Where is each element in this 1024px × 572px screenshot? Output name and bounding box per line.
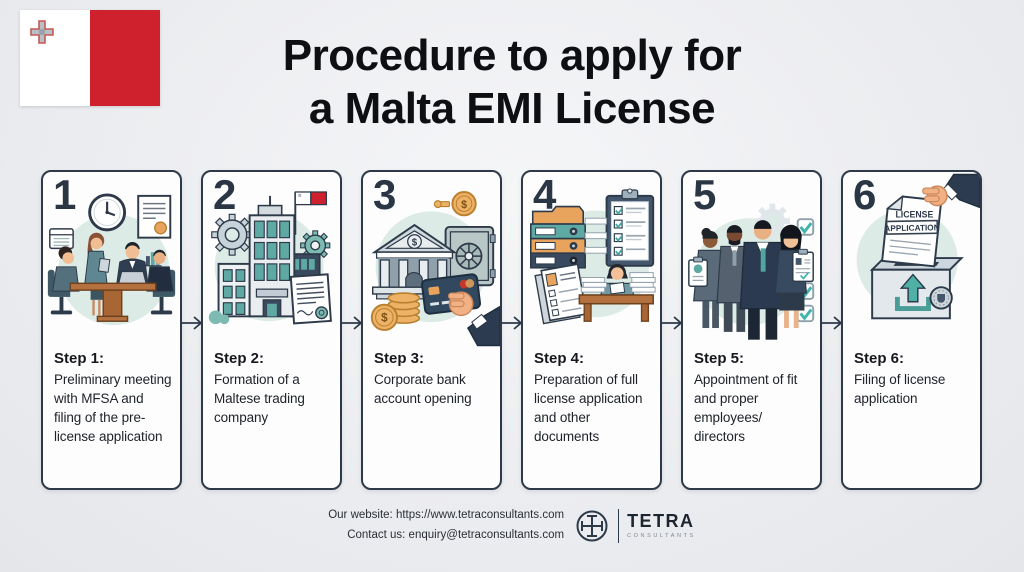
safe-vault-icon (444, 225, 496, 287)
document-icon (137, 194, 172, 239)
logo-text: TETRA (627, 511, 695, 532)
gear-icon (211, 213, 254, 256)
clipboard-icon (792, 248, 814, 283)
gear-icon (300, 230, 331, 261)
coin-icon: $ (451, 191, 477, 217)
filing-application-illustration: LICENSE APPLICATION (856, 173, 980, 320)
svg-text:$: $ (381, 312, 388, 325)
step-title: Step 2: (214, 350, 265, 367)
businesswoman-figure (774, 224, 814, 329)
malta-flag-red-half (90, 10, 160, 106)
tetra-consultants-logo: TETRA CONSULTANTS (574, 508, 696, 544)
step-description: Formation of a Maltese trading company (214, 372, 305, 426)
meeting-illustration (47, 193, 176, 326)
malta-flag-white-half (20, 10, 90, 106)
employees-illustration (688, 203, 815, 340)
table-icon (69, 282, 157, 322)
main-building-icon (248, 195, 296, 318)
office-building-icon (217, 262, 251, 318)
svg-text:$: $ (412, 237, 418, 248)
clock-icon (88, 193, 127, 232)
step-number: 4 (533, 171, 557, 218)
binder-stack-icon (529, 205, 608, 269)
step-card-4: 4 Step 4: Preparation of full license ap… (521, 170, 662, 490)
step-title: Step 3: (374, 350, 425, 367)
step-card-1: 1 Step 1: Preliminary meeting with MFSA … (41, 170, 182, 490)
document-preparation-illustration (529, 188, 656, 325)
footer: Our website: https://www.tetraconsultant… (0, 506, 1024, 545)
step-title: Step 4: (534, 350, 585, 367)
step-description: Corporate bank account opening (374, 372, 472, 407)
page-title-line2: a Malta EMI License (308, 83, 716, 133)
license-paper-icon: LICENSE APPLICATION (881, 194, 943, 268)
svg-text:LICENSE: LICENSE (895, 209, 933, 219)
step-number: 2 (213, 171, 237, 218)
malta-flag (20, 10, 160, 106)
signed-document-icon (289, 273, 332, 325)
hand-icon (922, 173, 980, 209)
paper-stack-icon (580, 277, 608, 293)
step-card-6: LICENSE APPLICATION 6 Step 6: Filing of … (841, 170, 982, 490)
paper-stack-icon (629, 272, 656, 293)
steps-row: 1 Step 1: Preliminary meeting with MFSA … (41, 170, 982, 490)
step-title: Step 5: (694, 350, 745, 367)
step-number: 1 (53, 171, 77, 218)
malta-flag-icon (294, 191, 328, 235)
page-title-line1: Procedure to apply for (282, 31, 742, 80)
svg-text:$: $ (461, 199, 467, 211)
footer-website: Our website: https://www.tetraconsultant… (328, 509, 565, 521)
footer-contact: Contact us: enquiry@tetraconsultants.com (347, 528, 565, 541)
hand-icon (447, 291, 500, 347)
submission-box-icon (869, 257, 964, 320)
clipboard-icon (688, 256, 709, 287)
company-formation-illustration (208, 191, 332, 325)
logo-subtext: CONSULTANTS (627, 533, 696, 540)
businessman-figure (739, 220, 786, 340)
calendar-icon (49, 228, 74, 250)
bank-account-illustration: $ (370, 191, 500, 347)
step-description: Appointment of fit and proper employees/… (694, 372, 798, 445)
step-title: Step 1: (54, 350, 105, 367)
step-card-3: $ (361, 170, 502, 490)
step-number: 6 (853, 171, 877, 218)
step-description: Preliminary meeting with MFSA and filing… (54, 372, 172, 445)
step-card-5: 5 Step 5: Appointment of fit and proper … (681, 170, 822, 490)
svg-text:APPLICATION: APPLICATION (884, 223, 939, 233)
step-number: 5 (693, 171, 717, 218)
tetra-logo-icon (576, 510, 608, 542)
coin-stack-icon: $ (370, 292, 421, 331)
page-title: Procedure to apply for a Malta EMI Licen… (0, 30, 1024, 136)
step-description: Preparation of full license application … (534, 372, 643, 445)
checklist-clipboard-icon (605, 188, 655, 267)
woman-at-desk-figure (578, 263, 656, 322)
step-number: 3 (373, 171, 397, 218)
key-icon (433, 200, 451, 209)
step-card-2: 2 Step 2: Formation of a Maltese trading… (201, 170, 342, 490)
checkbox-checked-icon (796, 218, 815, 236)
logo-divider (618, 508, 620, 543)
george-cross-icon (30, 20, 54, 44)
step-description: Filing of license application (854, 372, 946, 407)
step-title: Step 6: (854, 350, 905, 367)
form-papers-icon (534, 263, 588, 325)
